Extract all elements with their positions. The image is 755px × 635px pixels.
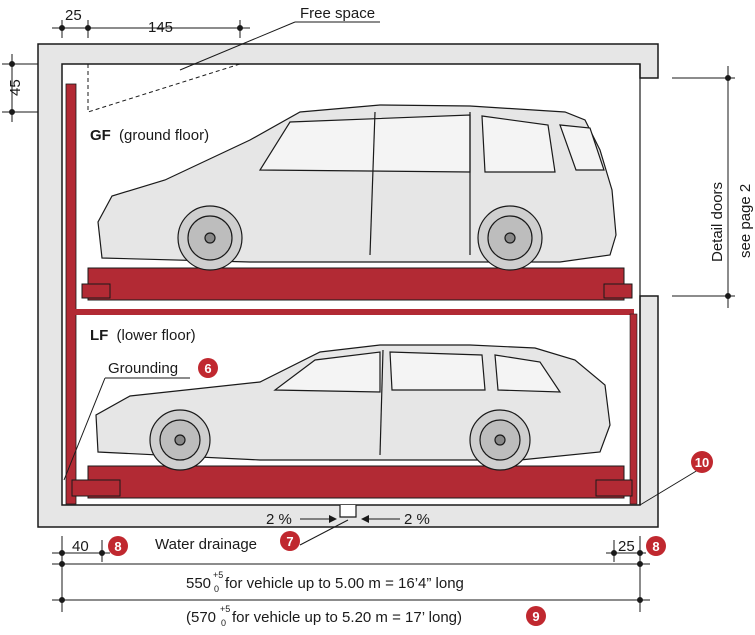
lower-platform	[71, 465, 633, 499]
svg-text:9: 9	[532, 609, 539, 624]
slope-left: 2 %	[266, 511, 292, 528]
water-drainage-label: Water drainage	[155, 536, 257, 553]
lower-car	[95, 344, 611, 471]
svg-text:10: 10	[695, 455, 709, 470]
dim-top-left: 25	[65, 7, 82, 24]
free-space-area	[87, 63, 241, 113]
bottom-small-dims	[52, 536, 646, 612]
badge-right-bottom: 8	[646, 536, 666, 556]
slope-right: 2 %	[404, 511, 430, 528]
lf-label: LF (lower floor)	[90, 327, 196, 344]
upper-platform	[81, 267, 633, 301]
svg-text:8: 8	[114, 539, 121, 554]
left-dimension	[2, 54, 38, 122]
length-alt-open: (570	[186, 609, 216, 626]
svg-text:7: 7	[286, 534, 293, 549]
top-dimensions	[52, 20, 250, 38]
length-alt-text: for vehicle up to 5.20 m = 17’ long)	[232, 609, 462, 626]
length-alt-sub: 0	[221, 618, 226, 628]
length-main-num: 550	[186, 575, 211, 592]
gf-label: GF (ground floor)	[90, 127, 209, 144]
badge-grounding: 6	[198, 358, 218, 378]
detail-doors-line1: Detail doors	[709, 182, 726, 262]
dim-left-height: 45	[7, 79, 24, 96]
upper-car	[97, 104, 617, 271]
badge-corner: 10	[691, 451, 713, 473]
length-main-sub: 0	[214, 584, 219, 594]
right-dimension	[672, 66, 735, 308]
free-space-label: Free space	[300, 5, 375, 22]
length-dims	[52, 561, 650, 603]
badge-length: 9	[526, 606, 546, 626]
svg-text:6: 6	[204, 361, 211, 376]
length-main-text: for vehicle up to 5.00 m = 16’4” long	[225, 575, 464, 592]
free-space-leader	[179, 21, 296, 71]
dim-top-right: 145	[148, 19, 173, 36]
dim-bottom-right: 25	[618, 538, 635, 555]
grounding-label: Grounding	[108, 360, 178, 377]
length-alt-sup: +5	[220, 604, 230, 614]
badge-water: 7	[280, 531, 300, 551]
detail-doors-line2: see page 2	[737, 184, 754, 258]
lift-frame	[65, 83, 638, 505]
length-main-sup: +5	[213, 570, 223, 580]
dim-bottom-left: 40	[72, 538, 89, 555]
svg-text:8: 8	[652, 539, 659, 554]
pit-walls	[37, 43, 659, 528]
badge-left-bottom: 8	[108, 536, 128, 556]
